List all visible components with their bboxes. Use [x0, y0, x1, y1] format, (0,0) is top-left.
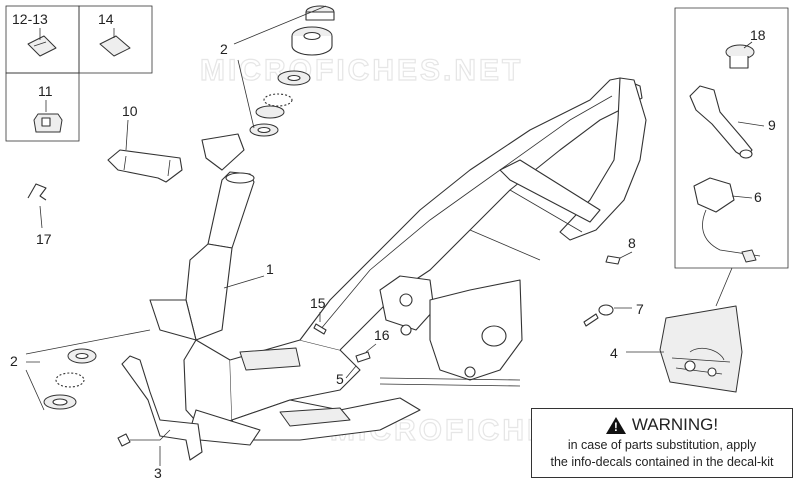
- watermark-top: MICROFICHES.NET: [200, 54, 523, 87]
- callout-14: 14: [98, 11, 114, 27]
- warning-line-2: the info-decals contained in the decal-k…: [550, 455, 774, 469]
- callout-6: 6: [754, 189, 762, 205]
- part-10-bracket: [107, 149, 183, 183]
- callout-3: 3: [154, 465, 162, 481]
- main-frame: [149, 77, 647, 446]
- warning-title-text: WARNING!: [631, 415, 719, 434]
- box-11: [5, 72, 80, 142]
- callout-9: 9: [768, 117, 776, 133]
- warning-triangle-icon: [605, 416, 626, 434]
- part-7-key: [583, 304, 614, 327]
- part-16-bolt: [355, 351, 371, 363]
- part-17-clip: [27, 183, 47, 201]
- callout-1: 1: [266, 261, 274, 277]
- callout-2-bottom: 2: [10, 353, 18, 369]
- warning-title: WARNING!: [532, 415, 792, 435]
- part-15-bolt: [313, 323, 327, 335]
- callout-5: 5: [336, 371, 344, 387]
- bearing-set-top: [249, 5, 335, 137]
- callout-17: 17: [36, 231, 52, 247]
- part-4-decal-kit: [659, 305, 743, 393]
- box-14: [78, 5, 153, 74]
- part-3-bracket: [117, 355, 203, 461]
- callout-16: 16: [374, 327, 390, 343]
- callout-7: 7: [636, 301, 644, 317]
- callout-4: 4: [610, 345, 618, 361]
- callout-12-13: 12-13: [12, 11, 48, 27]
- warning-box: WARNING! in case of parts substitution, …: [531, 408, 793, 478]
- bearing-set-bottom: [43, 348, 97, 410]
- warning-line-1: in case of parts substitution, apply: [567, 438, 757, 452]
- part-8-bolt: [605, 255, 621, 265]
- right-group-box: [674, 7, 789, 307]
- callout-11: 11: [38, 83, 53, 99]
- callout-18: 18: [750, 27, 766, 43]
- callout-2-top: 2: [220, 41, 228, 57]
- callout-15: 15: [310, 295, 326, 311]
- callout-8: 8: [628, 235, 636, 251]
- callout-10: 10: [122, 103, 138, 119]
